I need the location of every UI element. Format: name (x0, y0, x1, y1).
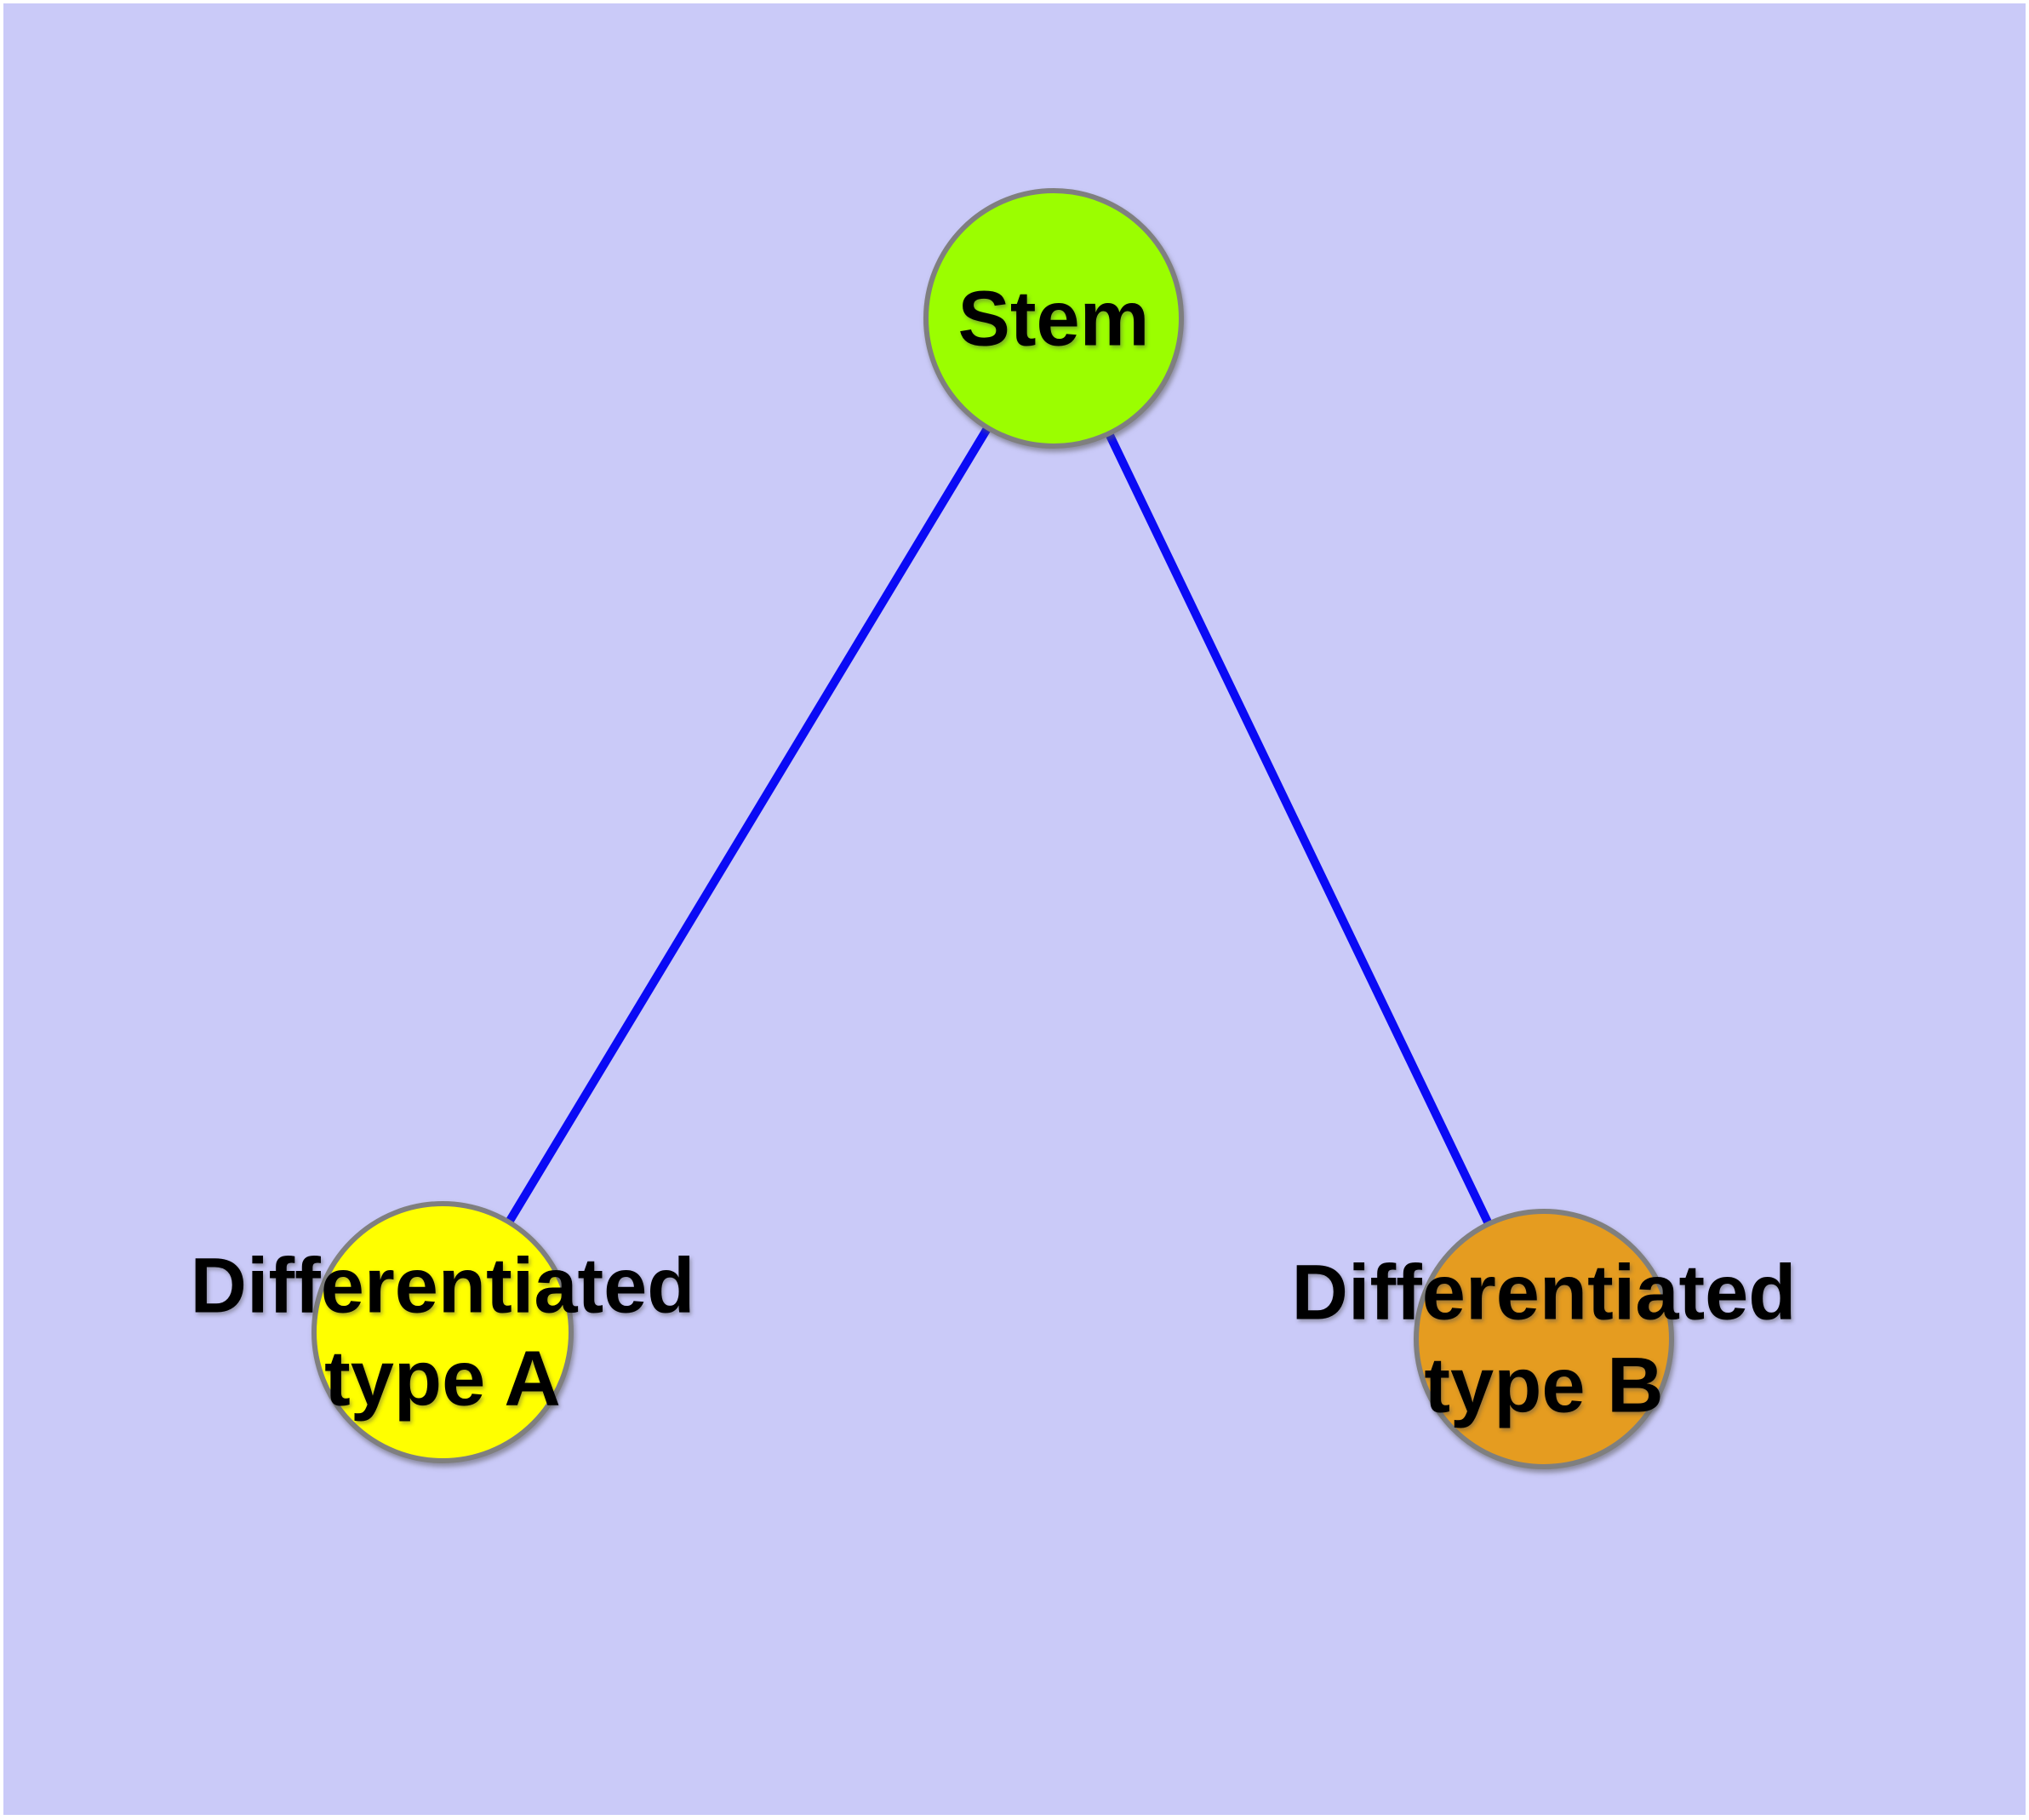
edge-stem-to-type-a (438, 316, 1058, 1335)
node-stem (923, 188, 1184, 449)
label-line: type B (1424, 1342, 1664, 1428)
node-label-type-b: Differentiated type B (1292, 1246, 1797, 1431)
label-line: Differentiated (190, 1242, 695, 1330)
label-line: Stem (957, 275, 1150, 363)
label-line: Differentiated (1291, 1249, 1797, 1336)
label-line: type A (324, 1335, 561, 1422)
node-label-stem: Stem (958, 273, 1150, 366)
edge-stem-to-type-b (1049, 316, 1548, 1342)
node-label-type-a: Differentiated type A (191, 1239, 695, 1424)
node-type-a (311, 1201, 574, 1463)
node-type-b (1414, 1209, 1674, 1469)
